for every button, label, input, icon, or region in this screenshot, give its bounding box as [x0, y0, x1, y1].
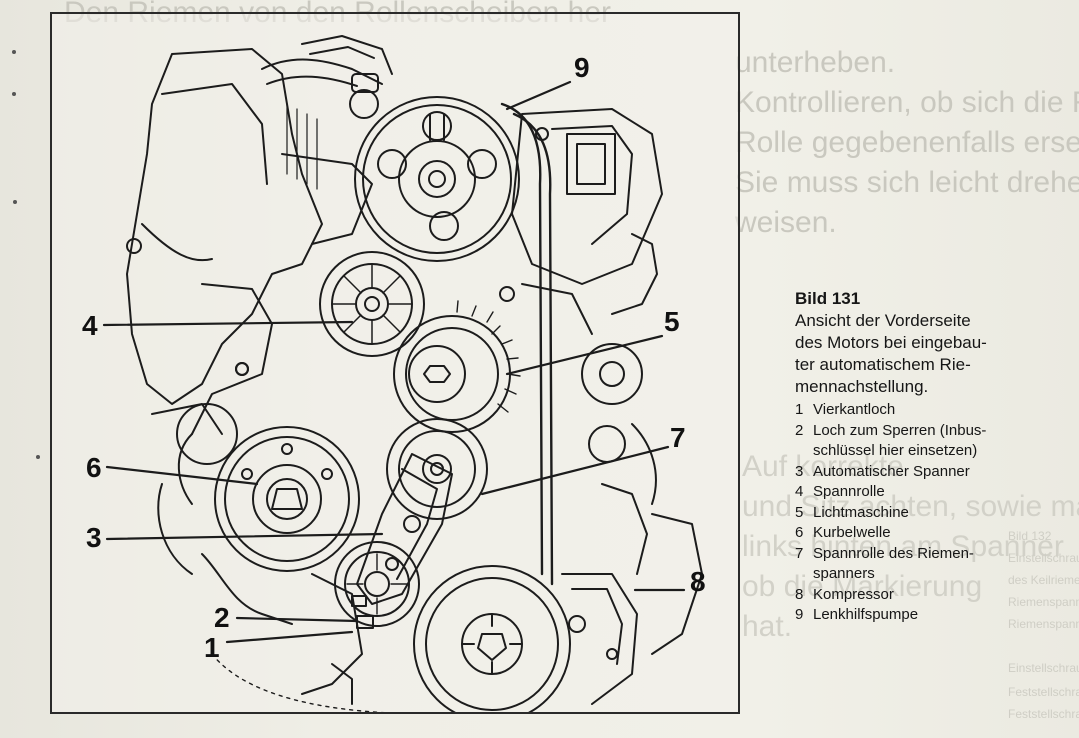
callout-4: 4 — [82, 310, 98, 341]
legend-item: 4 Spannrolle — [795, 482, 1065, 503]
legend-item: spanners — [795, 564, 1065, 585]
legend-text: Spannrolle — [813, 483, 885, 500]
legend-number: 2 — [795, 421, 804, 439]
legend-number: 3 — [795, 462, 804, 480]
bleed-line: ob die Markierung — [742, 570, 983, 603]
bleed-line: Bild 132 — [1008, 529, 1052, 543]
legend-item: 3 Automatischer Spanner — [795, 462, 1065, 483]
callout-3: 3 — [86, 522, 102, 553]
binding-dot — [13, 200, 17, 204]
legend-number: 5 — [795, 503, 804, 521]
bleed-line: unterheben. — [735, 46, 896, 79]
legend-text: schlüssel hier einsetzen) — [813, 442, 978, 459]
legend-text: spanners — [813, 565, 875, 582]
legend-item: 9 Lenkhilfspumpe — [795, 605, 1065, 626]
legend-text: Kurbelwelle — [813, 524, 891, 541]
caption-title: Bild 131 — [795, 289, 861, 308]
legend-item: 5 Lichtmaschine — [795, 503, 1065, 524]
legend-text: Automatischer Spanner — [813, 462, 970, 480]
binding-dot — [12, 50, 16, 54]
bleed-line: Rolle gegebenenfalls ersetzen lassen. — [735, 126, 1079, 159]
bleed-line: weisen. — [735, 206, 837, 239]
bleed-line: Sie muss sich leicht drehen und darf kei… — [735, 166, 1079, 199]
legend-item: 7 Spannrolle des Riemen- — [795, 544, 1065, 565]
legend-text: Vierkantloch — [813, 401, 896, 418]
figure-caption: Bild 131 Ansicht der Vorderseite des Mot… — [795, 288, 1065, 626]
legend-number: 7 — [795, 544, 804, 562]
legend-number: 4 — [795, 483, 804, 500]
callout-7: 7 — [670, 422, 686, 453]
legend-item: 1 Vierkantloch — [795, 400, 1065, 421]
legend-number — [795, 564, 813, 585]
legend-text: Loch zum Sperren (Inbus- — [813, 421, 987, 439]
legend-text: Spannrolle des Riemen- — [813, 544, 974, 562]
bleed-line: Auf korrekte — [742, 450, 904, 483]
legend-item: 6 Kurbelwelle — [795, 523, 1065, 544]
callout-2: 2 — [214, 602, 230, 633]
bleed-line: Riemenspannung — [1008, 595, 1079, 609]
callout-6: 6 — [86, 452, 102, 483]
caption-line: Ansicht der Vorderseite — [795, 311, 971, 330]
legend-number: 8 — [795, 585, 804, 603]
bleed-line: Einstellschraube — [1008, 551, 1079, 565]
legend-text: Kompressor — [813, 585, 894, 603]
legend-text: Lichtmaschine — [813, 503, 909, 521]
binding-dot — [36, 455, 40, 459]
bleed-line: und Sitz achten, sowie man — [742, 490, 1079, 523]
bleed-line: links hinten am Spanner — [742, 530, 1064, 563]
legend-text: Lenkhilfspumpe — [813, 606, 919, 623]
bleed-line: hat. — [742, 610, 793, 643]
legend-item: 2 Loch zum Sperren (Inbus- — [795, 421, 1065, 442]
binding-dot — [12, 92, 16, 96]
caption-line: ter automatischem Rie- — [795, 355, 971, 374]
bleed-line: Feststellschraube — [1008, 707, 1079, 721]
callout-9: 9 — [574, 52, 590, 83]
bleed-line: Feststellschraube — [1008, 685, 1079, 699]
legend-number: 6 — [795, 524, 804, 541]
caption-line: des Motors bei eingebau- — [795, 333, 987, 352]
engine-figure: 9 4 5 6 7 3 8 2 1 — [50, 12, 740, 714]
callout-5: 5 — [664, 306, 680, 337]
legend-number: 9 — [795, 606, 804, 623]
bleed-line: Kontrollieren, ob sich die Rollen leicht… — [735, 86, 1079, 119]
legend-item: 8 Kompressor — [795, 585, 1065, 606]
legend-number — [795, 441, 813, 462]
legend-number: 1 — [795, 401, 804, 418]
callout-8: 8 — [690, 566, 706, 597]
callout-1: 1 — [204, 632, 220, 663]
bleed-line: des Keilriemens — [1008, 573, 1079, 587]
bleed-line: Einstellschraube — [1008, 661, 1079, 675]
caption-line: mennachstellung. — [795, 377, 929, 396]
legend-item: schlüssel hier einsetzen) — [795, 441, 1065, 462]
engine-drawing — [102, 35, 703, 712]
bleed-line: Riemenspannung — [1008, 617, 1079, 631]
